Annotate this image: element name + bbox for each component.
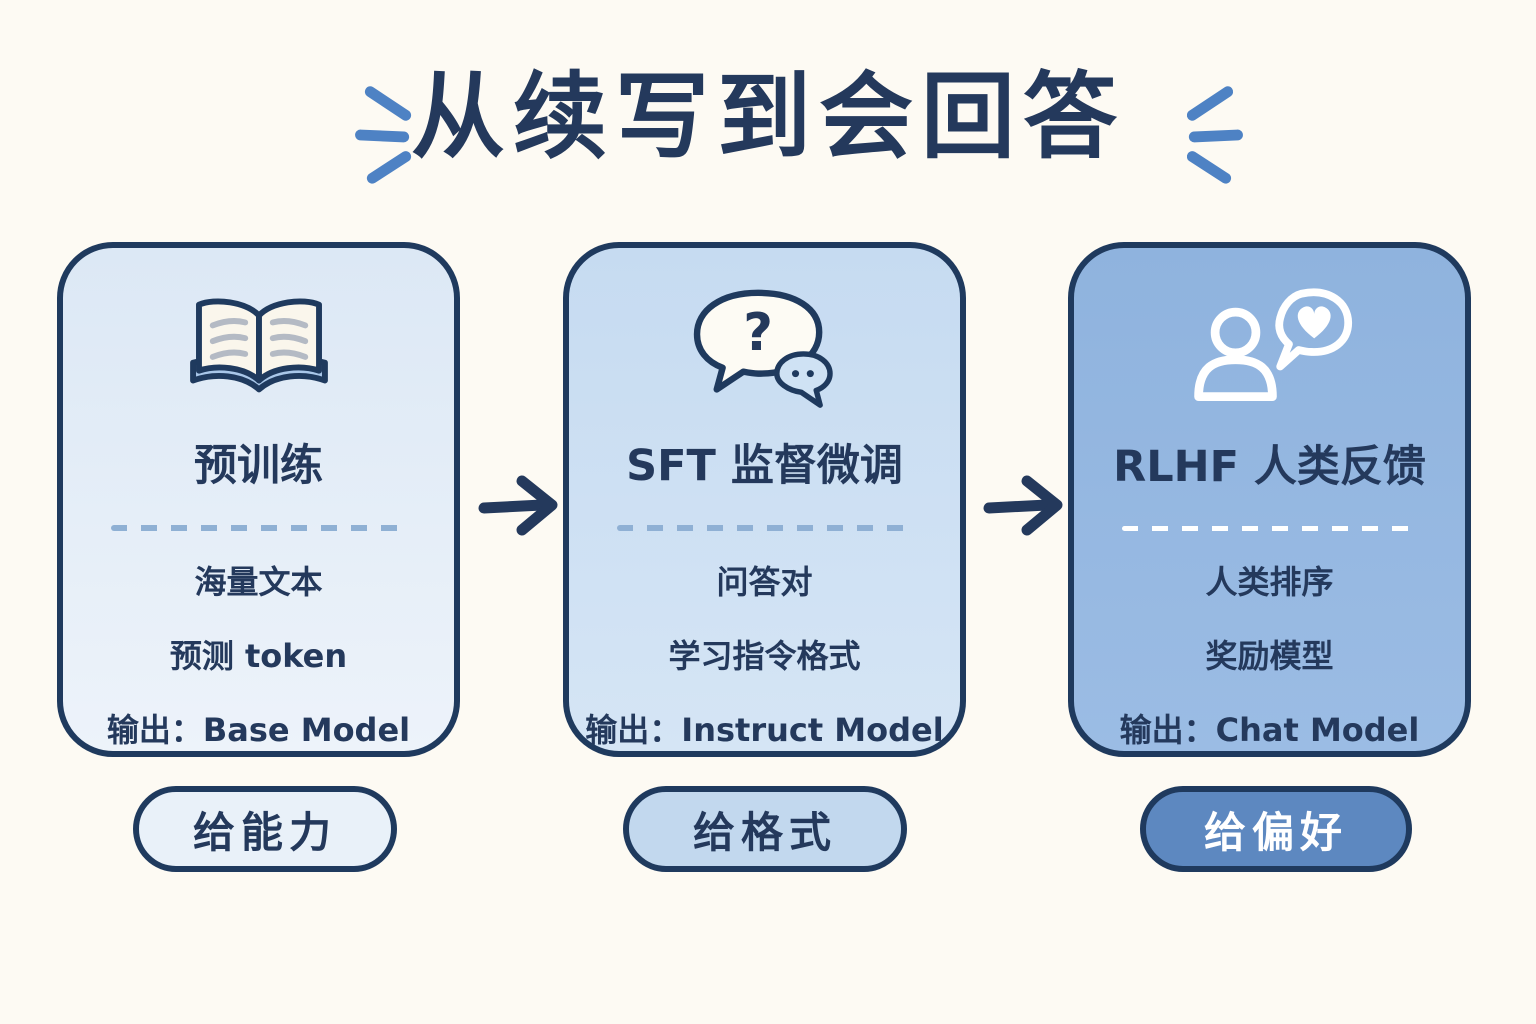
stage-detail-line: 人类排序 — [1205, 563, 1334, 601]
stage-details: 人类排序 奖励模型 输出：Chat Model — [1120, 557, 1420, 751]
stage-detail-line: 奖励模型 — [1205, 637, 1334, 675]
stage-title: SFT 监督微调 — [626, 441, 903, 492]
stage-detail-line: 输出：Instruct Model — [585, 711, 944, 749]
stage-card-rlhf: RLHF 人类反馈 人类排序 奖励模型 输出：Chat Model — [1068, 242, 1471, 757]
pill-rlhf-gives-preference: 给偏好 — [1140, 786, 1412, 872]
stage-detail-line: 预测 token — [169, 637, 348, 675]
stage-detail-line: 输出：Base Model — [106, 711, 411, 749]
stage-detail-line: 输出：Chat Model — [1119, 711, 1420, 749]
dashed-divider — [1121, 526, 1418, 531]
stage-title: RLHF 人类反馈 — [1113, 442, 1426, 492]
person-heart-feedback-icon — [1185, 282, 1355, 418]
question-chat-bubbles-icon: ? — [681, 282, 849, 417]
right-arrow-icon — [478, 475, 558, 536]
stage-card-pretrain: 预训练 海量文本 预测 token 输出：Base Model — [57, 242, 460, 757]
page-title: 从续写到会回答 — [410, 63, 1125, 172]
emphasis-sparkle-right-icon — [1186, 86, 1243, 184]
stage-detail-line: 海量文本 — [194, 563, 323, 601]
emphasis-sparkle-left-icon — [355, 86, 412, 184]
stage-detail-line: 问答对 — [716, 563, 813, 601]
pill-sft-gives-format: 给格式 — [623, 786, 907, 872]
stage-details: 问答对 学习指令格式 输出：Instruct Model — [585, 557, 943, 751]
stage-title: 预训练 — [194, 441, 323, 492]
stage-details: 海量文本 预测 token 输出：Base Model — [107, 557, 410, 751]
pill-pretrain-gives-ability: 给能力 — [133, 786, 397, 872]
stage-detail-line: 学习指令格式 — [668, 637, 861, 675]
question-mark-glyph: ? — [743, 303, 773, 363]
open-book-icon — [185, 282, 333, 417]
dashed-divider — [110, 525, 407, 531]
stage-card-sft: ? SFT 监督微调 问答对 学习指令格式 输出：Instruct Model — [563, 242, 966, 757]
dashed-divider — [616, 525, 913, 531]
right-arrow-icon — [983, 475, 1063, 536]
